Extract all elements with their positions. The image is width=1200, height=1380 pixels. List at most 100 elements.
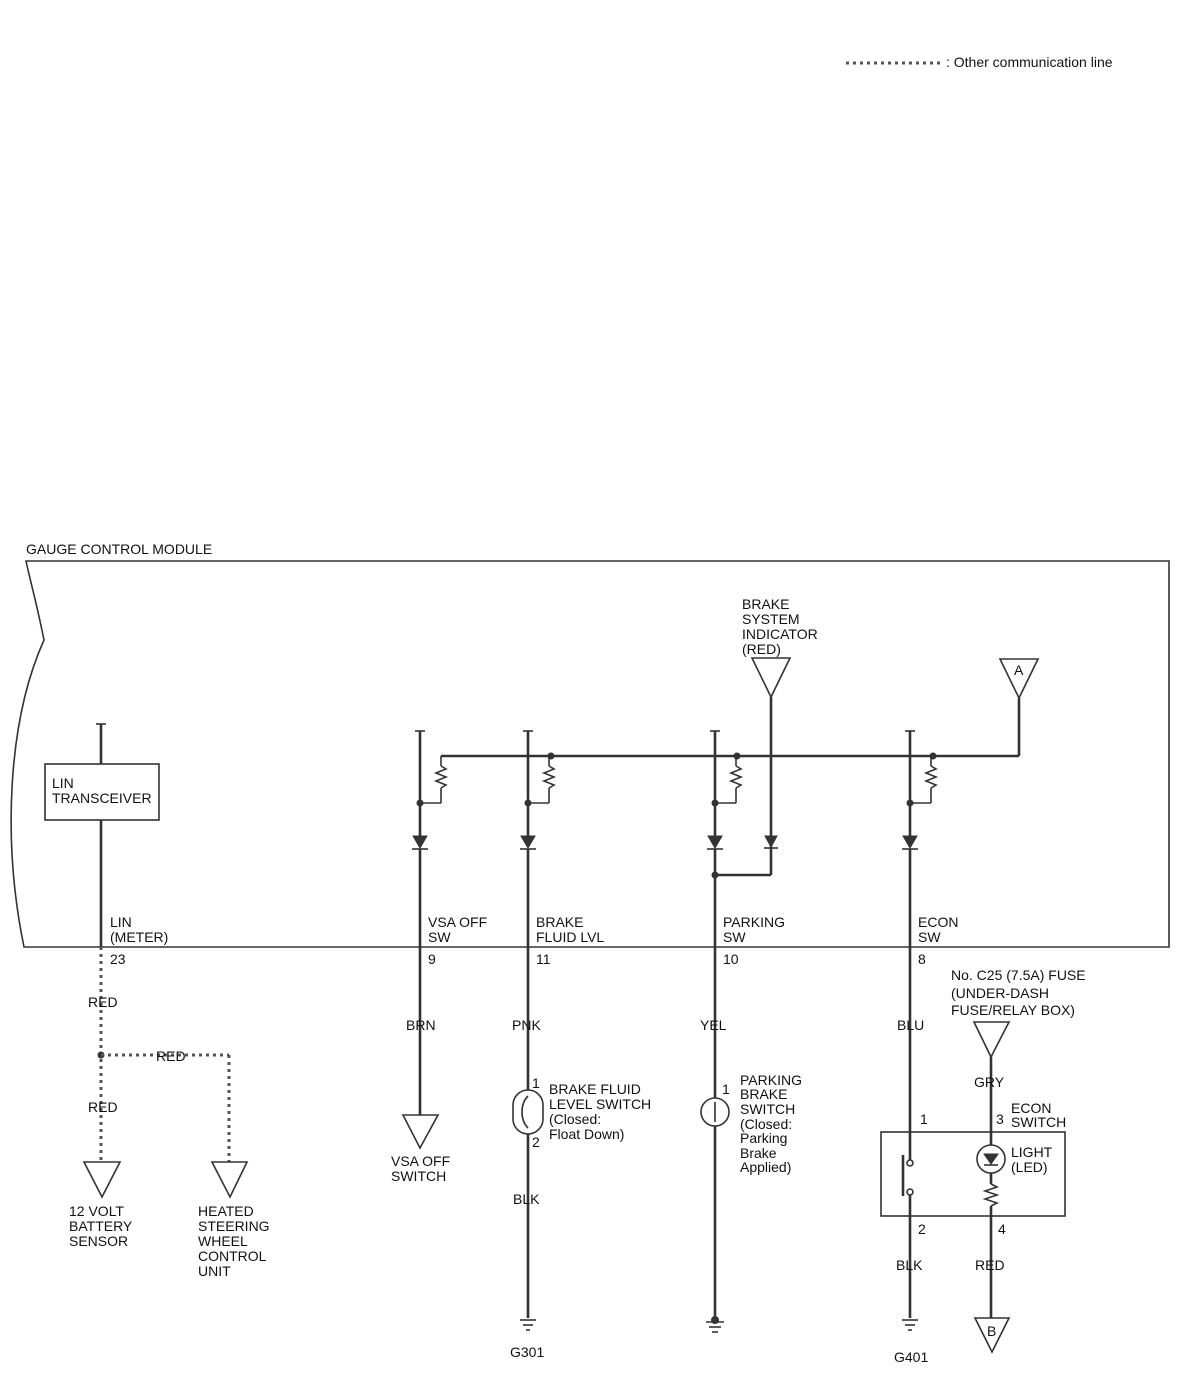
econ-switch-box bbox=[880, 1131, 1066, 1217]
led-label-2: (LED) bbox=[1011, 1159, 1048, 1175]
module-title: GAUGE CONTROL MODULE bbox=[26, 541, 212, 557]
ground-g301-symbol bbox=[520, 1319, 536, 1331]
indicator-label-4: (RED) bbox=[742, 641, 781, 657]
parking-brake-circuit: YEL 1 PARKING BRAKE SWITCH (Closed: Park… bbox=[700, 947, 802, 1333]
battery-sensor-label-1: 12 VOLT bbox=[69, 1203, 124, 1219]
heated-wheel-connector bbox=[210, 1161, 249, 1199]
parking-label-6: Brake bbox=[740, 1145, 777, 1161]
pin-econ-label-2: SW bbox=[918, 929, 941, 945]
lin-wire-color-branch: RED bbox=[156, 1048, 186, 1064]
parking-ground-symbol bbox=[706, 1321, 724, 1333]
econ-red-wire-color: RED bbox=[975, 1257, 1005, 1273]
brake-switch-label-1: BRAKE FLUID bbox=[549, 1081, 641, 1097]
fuse-label-3: FUSE/RELAY BOX) bbox=[951, 1002, 1075, 1018]
heated-wheel-label-1: HEATED bbox=[198, 1203, 254, 1219]
parking-label-2: BRAKE bbox=[740, 1086, 787, 1102]
parking-pullup-resistor bbox=[728, 765, 744, 789]
pin-labels: LIN (METER) 23 VSA OFF SW 9 BRAKE FLUID … bbox=[110, 914, 958, 967]
lin-external: RED RED RED 12 VOLT BATTERY SENSOR HEATE… bbox=[69, 947, 270, 1279]
pin-vsa-label-1: VSA OFF bbox=[428, 914, 487, 930]
pin-parking-number: 10 bbox=[723, 951, 739, 967]
econ-switch-label-1: ECON bbox=[1011, 1100, 1051, 1116]
ground-g401-label: G401 bbox=[894, 1349, 928, 1365]
brake-ground-wire-color: BLK bbox=[513, 1191, 540, 1207]
vsa-switch-label-2: SWITCH bbox=[391, 1168, 446, 1184]
ground-g301-label: G301 bbox=[510, 1344, 544, 1360]
pin-lin-label-2: (METER) bbox=[110, 929, 168, 945]
module-outline bbox=[10, 560, 1170, 948]
parking-label-3: SWITCH bbox=[740, 1101, 795, 1117]
ground-g401-symbol bbox=[902, 1319, 918, 1331]
lin-transceiver-line2: TRANSCEIVER bbox=[52, 790, 152, 806]
legend-label: : Other communication line bbox=[946, 54, 1113, 70]
lin-transceiver-line1: LIN bbox=[52, 775, 74, 791]
indicator-label-2: SYSTEM bbox=[742, 611, 800, 627]
econ-pin-2: 2 bbox=[918, 1221, 926, 1237]
pin-lin-label-1: LIN bbox=[110, 914, 132, 930]
parking-switch-pin: 1 bbox=[722, 1081, 730, 1097]
econ-pin-3: 3 bbox=[996, 1111, 1004, 1127]
lin-transceiver: LIN TRANSCEIVER bbox=[44, 723, 160, 947]
brake-switch-label-4: Float Down) bbox=[549, 1126, 624, 1142]
pin-econ-number: 8 bbox=[918, 951, 926, 967]
fuse-label-1: No. C25 (7.5A) FUSE bbox=[951, 967, 1086, 983]
brake-switch-label-3: (Closed: bbox=[549, 1111, 601, 1127]
brake-switch-label-2: LEVEL SWITCH bbox=[549, 1096, 651, 1112]
brake-fluid-diode bbox=[520, 835, 536, 849]
pin-vsa-label-2: SW bbox=[428, 929, 451, 945]
vsa-switch-label-1: VSA OFF bbox=[391, 1153, 450, 1169]
econ-pullup-resistor bbox=[923, 765, 939, 789]
heated-wheel-label-5: UNIT bbox=[198, 1263, 231, 1279]
econ-ground-wire-color: BLK bbox=[896, 1257, 923, 1273]
parking-label-5: Parking bbox=[740, 1130, 787, 1146]
brake-switch-pin-bottom: 2 bbox=[532, 1134, 540, 1150]
vsa-pullup-resistor bbox=[433, 765, 449, 789]
battery-sensor-connector bbox=[82, 1161, 122, 1199]
vsa-off-circuit: BRN VSA OFF SWITCH bbox=[391, 947, 450, 1184]
fuse-wire-color: GRY bbox=[974, 1074, 1005, 1090]
vsa-switch-connector bbox=[401, 1114, 440, 1150]
brake-wire-color: PNK bbox=[512, 1017, 541, 1033]
econ-wire-color: BLU bbox=[897, 1017, 924, 1033]
heated-wheel-label-4: CONTROL bbox=[198, 1248, 267, 1264]
connector-a-label: A bbox=[1014, 662, 1024, 678]
parking-wire-color: YEL bbox=[700, 1017, 727, 1033]
indicator-triangle bbox=[750, 657, 792, 699]
indicator-label-3: INDICATOR bbox=[742, 626, 818, 642]
pin-parking-label-1: PARKING bbox=[723, 914, 785, 930]
pin-parking-label-2: SW bbox=[723, 929, 746, 945]
lin-wire-color-lower: RED bbox=[88, 1099, 118, 1115]
connector-b-symbol bbox=[973, 1317, 1011, 1354]
input-channels bbox=[412, 730, 939, 947]
parking-label-4: (Closed: bbox=[740, 1116, 792, 1132]
gauge-control-module: GAUGE CONTROL MODULE bbox=[10, 541, 1170, 948]
brake-fluid-circuit: PNK 1 2 BRAKE FLUID LEVEL SWITCH (Closed… bbox=[510, 947, 651, 1360]
pin-brake-label-2: FLUID LVL bbox=[536, 929, 604, 945]
legend: : Other communication line bbox=[846, 54, 1113, 70]
vsa-wire-color: BRN bbox=[406, 1017, 436, 1033]
econ-pin-1: 1 bbox=[920, 1111, 928, 1127]
parking-label-7: Applied) bbox=[740, 1159, 791, 1175]
pin-vsa-number: 9 bbox=[428, 951, 436, 967]
connector-a-symbol bbox=[998, 658, 1040, 700]
brake-switch-pin-top: 1 bbox=[532, 1075, 540, 1091]
pin-brake-number: 11 bbox=[536, 951, 551, 967]
parking-diode bbox=[707, 835, 723, 849]
econ-switch-label-2: SWITCH bbox=[1011, 1114, 1066, 1130]
pin-brake-label-1: BRAKE bbox=[536, 914, 583, 930]
battery-sensor-label-2: BATTERY bbox=[69, 1218, 133, 1234]
vsa-diode bbox=[412, 835, 428, 849]
led-label-1: LIGHT bbox=[1011, 1144, 1053, 1160]
econ-circuit: BLU No. C25 (7.5A) FUSE (UNDER-DASH FUSE… bbox=[880, 947, 1086, 1365]
fuse-label-2: (UNDER-DASH bbox=[951, 985, 1049, 1001]
pin-econ-label-1: ECON bbox=[918, 914, 958, 930]
econ-pin-4: 4 bbox=[998, 1221, 1006, 1237]
pin-lin-number: 23 bbox=[110, 951, 126, 967]
connector-b-label: B bbox=[987, 1323, 996, 1339]
lin-transceiver-box bbox=[44, 763, 160, 821]
battery-sensor-label-3: SENSOR bbox=[69, 1233, 128, 1249]
indicator-label-1: BRAKE bbox=[742, 596, 789, 612]
brake-fluid-pullup-resistor bbox=[541, 765, 557, 789]
lin-wire-color-top: RED bbox=[88, 994, 118, 1010]
